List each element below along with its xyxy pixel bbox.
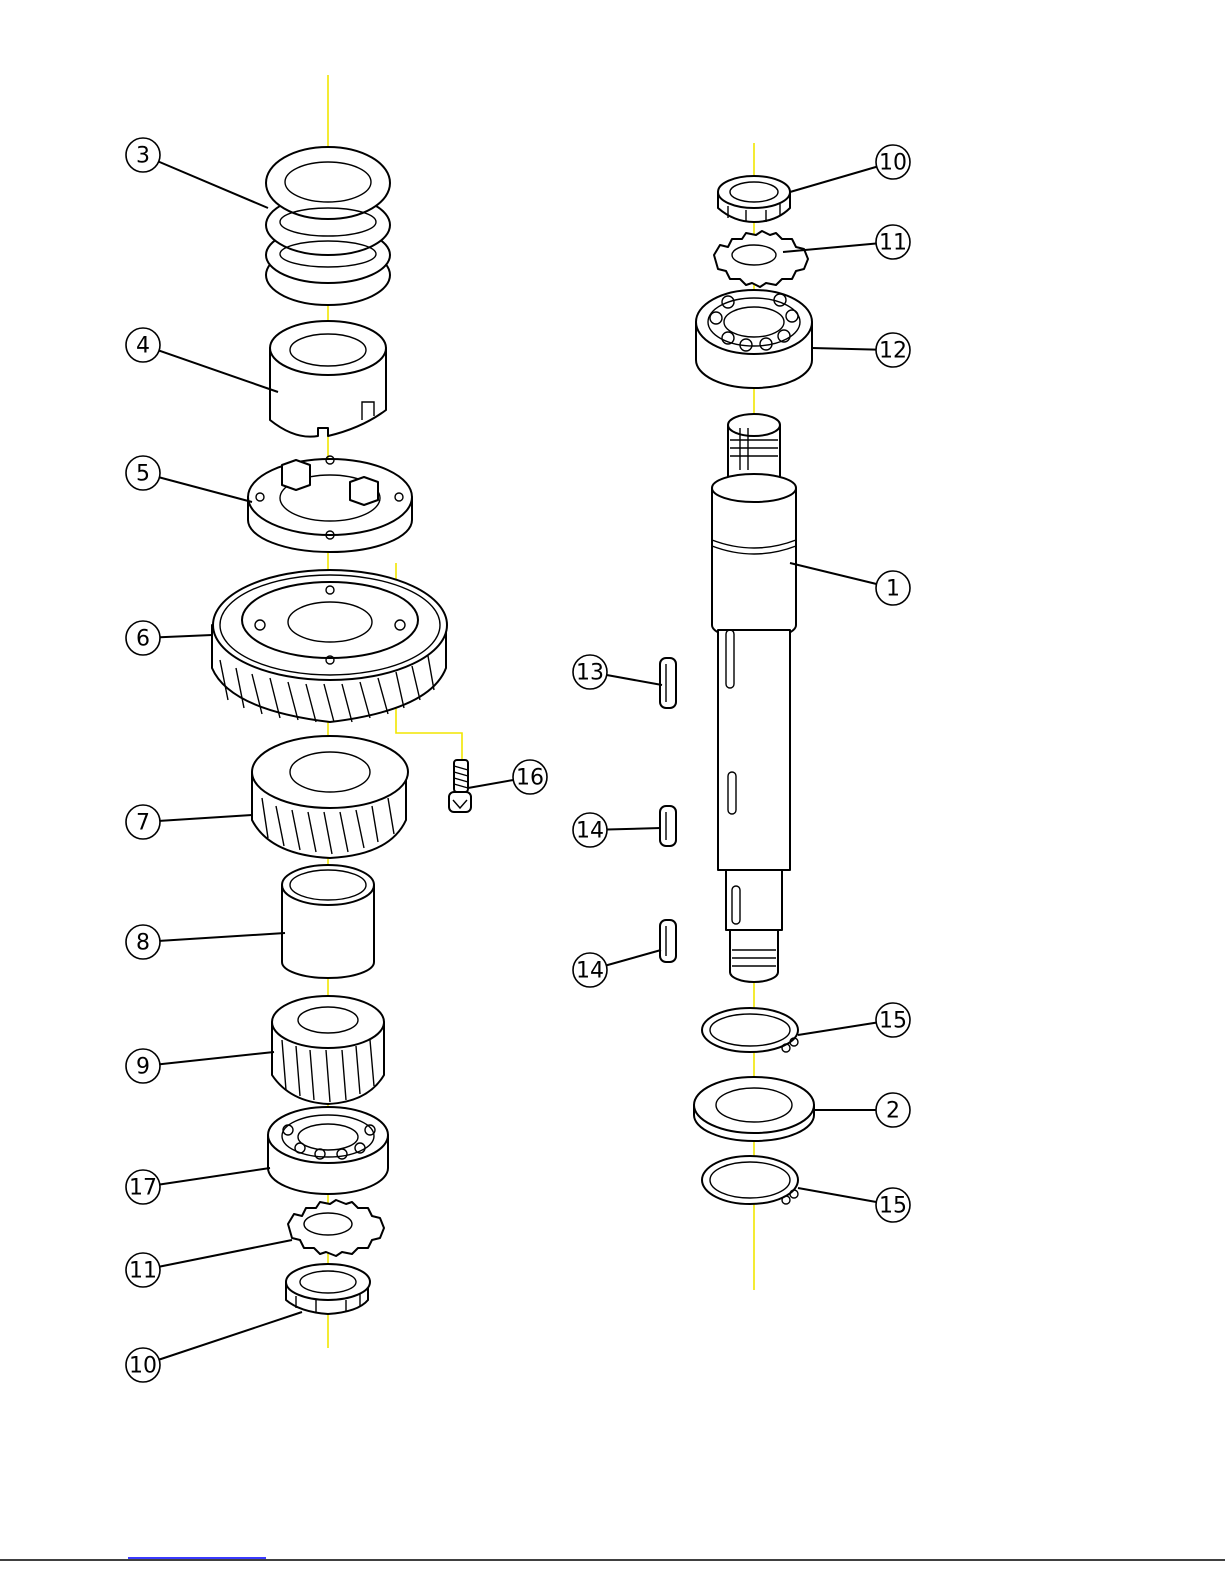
- set-screw: [449, 760, 471, 812]
- main-shaft: [712, 414, 796, 982]
- callout-10: 10: [790, 145, 910, 192]
- callout-leader-line: [160, 1240, 292, 1267]
- callout-number: 9: [136, 1055, 150, 1080]
- callout-15: 15: [798, 1188, 910, 1222]
- callout-leader-line: [160, 1168, 270, 1184]
- callout-leader-line: [606, 950, 661, 965]
- callout-number: 6: [136, 627, 150, 652]
- callout-number: 14: [576, 959, 604, 984]
- medium-helical-gear: [252, 736, 408, 858]
- callout-14: 14: [573, 950, 661, 987]
- callout-leader-line: [812, 348, 876, 350]
- callout-17: 17: [126, 1168, 270, 1204]
- callout-leader-line: [160, 635, 212, 637]
- callout-number: 15: [879, 1009, 907, 1034]
- retaining-ring-upper: [702, 1008, 798, 1052]
- locknut-lower: [286, 1264, 370, 1314]
- ball-bearing-lower: [268, 1107, 388, 1194]
- callout-3: 3: [126, 138, 268, 208]
- callout-4: 4: [126, 328, 278, 392]
- ball-bearing-upper: [696, 290, 812, 388]
- large-helical-gear: [212, 570, 447, 722]
- key-lower: [660, 920, 676, 962]
- small-helical-gear: [272, 996, 384, 1104]
- callout-leader-line: [607, 828, 661, 830]
- callout-2: 2: [815, 1093, 910, 1127]
- callout-number: 15: [879, 1194, 907, 1219]
- callout-14: 14: [573, 813, 661, 847]
- callout-11: 11: [126, 1240, 292, 1287]
- clutch-sleeve: [270, 321, 386, 437]
- callout-number: 14: [576, 819, 604, 844]
- callout-leader-line: [159, 1312, 302, 1360]
- callout-number: 10: [129, 1354, 157, 1379]
- tab-lock-washer-lower: [288, 1200, 384, 1256]
- clutch-plate: [248, 456, 412, 552]
- callout-number: 3: [136, 144, 150, 169]
- callout-leader-line: [798, 1023, 876, 1035]
- callout-1: 1: [790, 563, 910, 605]
- callout-leader-line: [159, 162, 268, 208]
- callout-number: 13: [576, 661, 604, 686]
- callout-5: 5: [126, 456, 252, 502]
- callout-leader-line: [160, 815, 252, 821]
- callout-leader-line: [160, 1052, 274, 1064]
- callout-number: 10: [879, 151, 907, 176]
- key-upper: [660, 658, 676, 708]
- callout-13: 13: [573, 655, 662, 689]
- callout-number: 11: [129, 1259, 157, 1284]
- callout-number: 8: [136, 931, 150, 956]
- callout-number: 12: [879, 339, 907, 364]
- thrust-washer: [694, 1077, 814, 1141]
- callout-leader-line: [159, 351, 278, 392]
- bushing: [282, 865, 374, 978]
- callout-15: 15: [798, 1003, 910, 1037]
- callout-number: 1: [886, 577, 900, 602]
- callout-number: 7: [136, 811, 150, 836]
- callout-leader-line: [790, 167, 877, 192]
- callout-10: 10: [126, 1312, 302, 1382]
- callout-leader-line: [790, 563, 876, 584]
- callout-number: 16: [516, 766, 544, 791]
- key-middle: [660, 806, 676, 846]
- callout-9: 9: [126, 1049, 274, 1083]
- callout-number: 11: [879, 231, 907, 256]
- callout-6: 6: [126, 621, 212, 655]
- callout-leader-line: [160, 933, 285, 941]
- callout-leader-line: [607, 675, 662, 685]
- callout-16: 16: [468, 760, 547, 794]
- callout-7: 7: [126, 805, 252, 839]
- compression-spring: [266, 147, 390, 305]
- retaining-ring-lower: [702, 1156, 798, 1204]
- callout-leader-line: [468, 780, 513, 788]
- tab-lock-washer-upper: [714, 231, 808, 287]
- callout-number: 17: [129, 1176, 157, 1201]
- callout-number: 2: [886, 1099, 900, 1124]
- assembly-axes: [328, 75, 754, 1348]
- callout-number: 5: [136, 462, 150, 487]
- callout-leader-line: [798, 1188, 876, 1202]
- locknut-upper: [718, 176, 790, 222]
- callout-leader-line: [159, 477, 252, 502]
- callout-8: 8: [126, 925, 285, 959]
- callout-12: 12: [812, 333, 910, 367]
- callout-number: 4: [136, 334, 150, 359]
